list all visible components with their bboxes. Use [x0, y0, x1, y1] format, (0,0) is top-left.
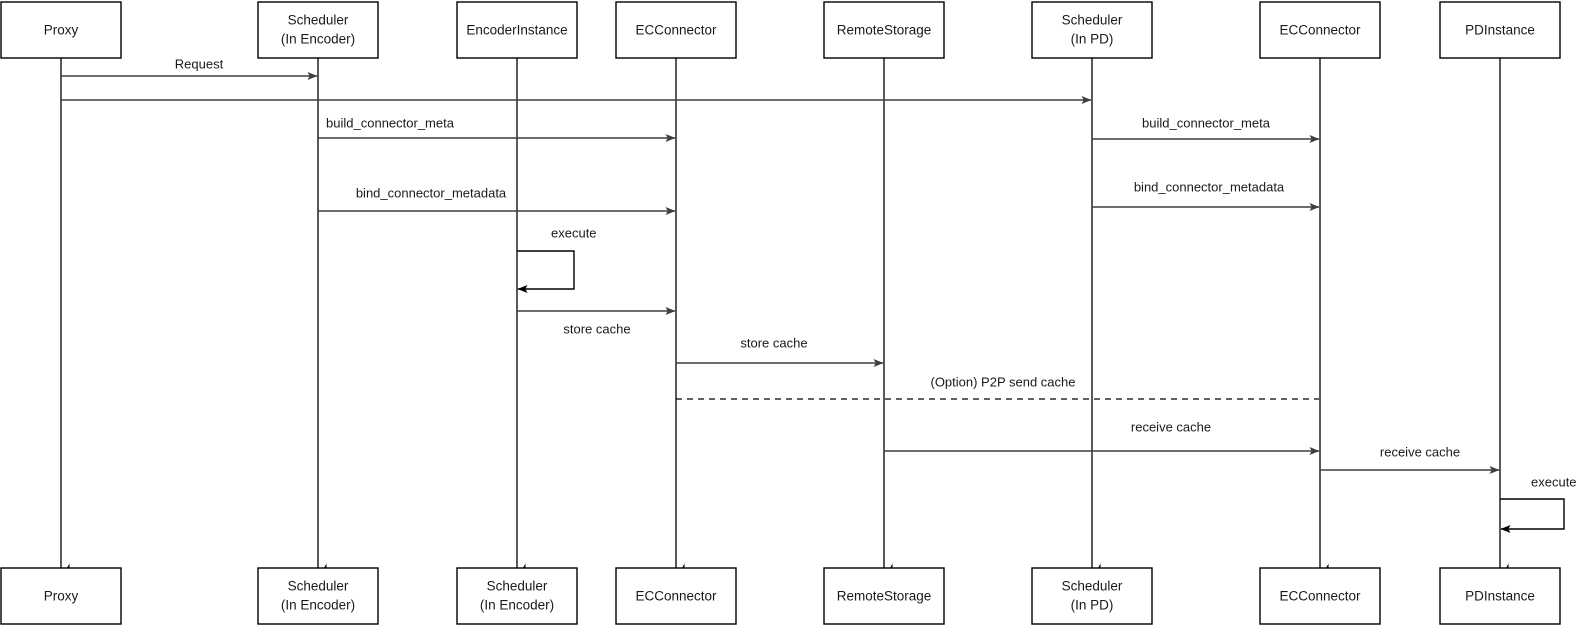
top-participant-boxes: Proxy Scheduler (In Encoder) EncoderInstanc…	[0, 1, 1561, 59]
participant-top-ecc_pd[interactable]: ECConnector	[1259, 1, 1381, 59]
participant-label-line1: Scheduler	[1062, 579, 1123, 594]
participant-box-rect	[615, 567, 737, 625]
self-message-loop	[517, 250, 575, 293]
participant-bottom-pd_inst[interactable]: PDInstance	[1439, 567, 1561, 625]
participant-label-line2: (In Encoder)	[281, 32, 355, 47]
participant-label-line1: ECConnector	[1279, 589, 1361, 604]
messages-layer: Request build_connector_meta build_connect…	[61, 56, 1500, 474]
message-m3: build_connector_meta	[318, 115, 676, 142]
message-label: bind_connector_metadata	[1134, 179, 1285, 194]
message-m4: build_connector_meta	[1092, 115, 1320, 143]
message-label: build_connector_meta	[1142, 115, 1271, 130]
participant-bottom-encoder_inst[interactable]: Scheduler (In Encoder)	[456, 567, 578, 625]
message-label: build_connector_meta	[326, 115, 455, 130]
participant-bottom-sched_pd[interactable]: Scheduler (In PD)	[1031, 567, 1153, 625]
participant-label-line1: ECConnector	[635, 589, 717, 604]
participant-box-rect	[1439, 1, 1561, 59]
participant-label-line1: PDInstance	[1465, 589, 1535, 604]
message-label: receive cache	[1380, 444, 1460, 459]
participant-top-ecc_enc[interactable]: ECConnector	[615, 1, 737, 59]
participant-label-line1: Scheduler	[487, 579, 548, 594]
participant-label-line1: RemoteStorage	[837, 589, 932, 604]
message-m7: store cache	[517, 307, 676, 336]
participant-box-rect	[257, 1, 379, 59]
bottom-participant-boxes: Proxy Scheduler (In Encoder) Scheduler (In E…	[0, 567, 1561, 625]
participant-label-line1: Proxy	[44, 589, 79, 604]
message-label: store cache	[563, 321, 630, 336]
message-label: (Option) P2P send cache	[930, 374, 1075, 389]
participant-label-line1: ECConnector	[1279, 23, 1361, 38]
participant-box-rect	[456, 1, 578, 59]
participant-box-rect	[1031, 567, 1153, 625]
participant-box-rect	[0, 1, 122, 59]
participant-box-rect	[0, 567, 122, 625]
participant-top-encoder_inst[interactable]: EncoderInstance	[456, 1, 578, 59]
participant-box-rect	[456, 567, 578, 625]
participant-box-rect	[1031, 1, 1153, 59]
participant-label-line1: Scheduler	[1062, 13, 1123, 28]
participant-top-sched_pd[interactable]: Scheduler (In PD)	[1031, 1, 1153, 59]
self-messages-layer: execute execute	[517, 225, 1577, 533]
participant-bottom-proxy[interactable]: Proxy	[0, 567, 122, 625]
message-label: bind_connector_metadata	[356, 185, 507, 200]
participant-box-rect	[615, 1, 737, 59]
participant-box-rect	[1259, 1, 1381, 59]
participant-label-line2: (In PD)	[1071, 32, 1114, 47]
participant-top-remote[interactable]: RemoteStorage	[823, 1, 945, 59]
participant-label-line1: Proxy	[44, 23, 79, 38]
participant-label-line1: Scheduler	[288, 579, 349, 594]
participant-label-line1: EncoderInstance	[466, 23, 567, 38]
participant-box-rect	[823, 567, 945, 625]
self-message-s2: execute	[1500, 474, 1577, 533]
self-message-label: execute	[1531, 474, 1577, 489]
participant-bottom-remote[interactable]: RemoteStorage	[823, 567, 945, 625]
message-label: Request	[175, 56, 224, 71]
participant-label-line2: (In Encoder)	[281, 598, 355, 613]
participant-top-sched_enc[interactable]: Scheduler (In Encoder)	[257, 1, 379, 59]
lifelines-layer	[60, 58, 1509, 573]
self-message-loop	[1500, 498, 1565, 533]
participant-bottom-ecc_enc[interactable]: ECConnector	[615, 567, 737, 625]
message-m10: receive cache	[884, 419, 1320, 455]
participant-box-rect	[1439, 567, 1561, 625]
participant-label-line1: ECConnector	[635, 23, 717, 38]
message-label: store cache	[740, 335, 807, 350]
participant-label-line1: RemoteStorage	[837, 23, 932, 38]
message-m1: Request	[61, 56, 318, 80]
message-m9: (Option) P2P send cache	[676, 374, 1319, 400]
participant-box-rect	[1259, 567, 1381, 625]
message-m5: bind_connector_metadata	[318, 185, 676, 215]
participant-box-rect	[823, 1, 945, 59]
participant-label-line2: (In Encoder)	[480, 598, 554, 613]
message-label: receive cache	[1131, 419, 1211, 434]
participant-top-pd_inst[interactable]: PDInstance	[1439, 1, 1561, 59]
self-message-label: execute	[551, 225, 597, 240]
message-m8: store cache	[676, 335, 884, 367]
participant-top-proxy[interactable]: Proxy	[0, 1, 122, 59]
participant-label-line2: (In PD)	[1071, 598, 1114, 613]
participant-label-line1: PDInstance	[1465, 23, 1535, 38]
message-m11: receive cache	[1320, 444, 1500, 474]
participant-bottom-ecc_pd[interactable]: ECConnector	[1259, 567, 1381, 625]
participant-box-rect	[257, 567, 379, 625]
self-message-s1: execute	[517, 225, 597, 293]
participant-bottom-sched_enc[interactable]: Scheduler (In Encoder)	[257, 567, 379, 625]
message-m6: bind_connector_metadata	[1092, 179, 1320, 211]
participant-label-line1: Scheduler	[288, 13, 349, 28]
